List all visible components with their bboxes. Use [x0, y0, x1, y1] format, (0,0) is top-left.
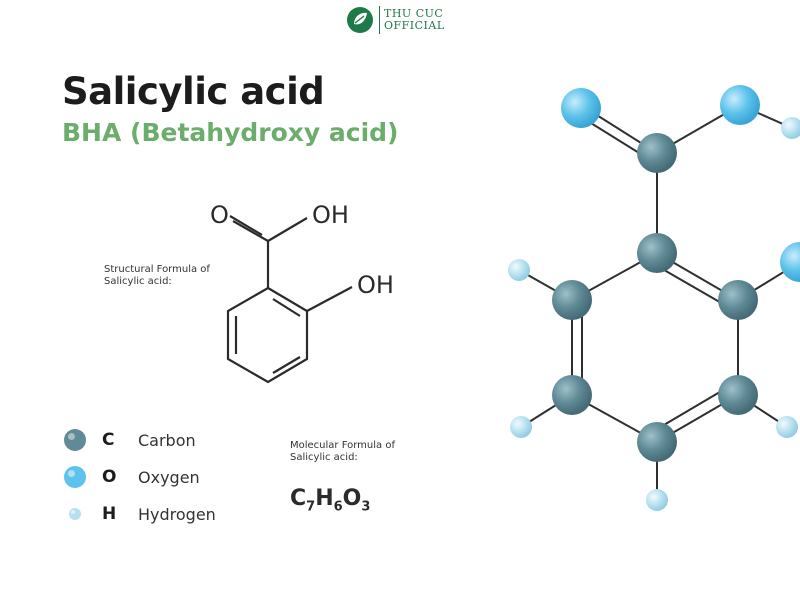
legend-item-oxygen: O Oxygen — [62, 464, 200, 490]
formula-element: C — [290, 486, 307, 511]
hydrogen-atom — [646, 489, 668, 511]
hydrogen-atom-icon — [69, 508, 81, 520]
hydroxyl-oh-label: OH — [357, 271, 394, 299]
hydrogen-atom — [508, 259, 530, 281]
logo-line-2: OFFICIAL — [384, 19, 445, 32]
legend-symbol: O — [102, 467, 117, 487]
hydrogen-atom — [510, 416, 532, 438]
structural-formula-caption: Structural Formula of Salicylic acid: — [104, 264, 210, 287]
hydrogen-atom — [776, 416, 798, 438]
carbon-atom — [637, 422, 677, 462]
carbon-atom — [637, 233, 677, 273]
legend-item-carbon: C Carbon — [62, 427, 196, 453]
carbon-atom — [552, 375, 592, 415]
carbon-atom — [718, 375, 758, 415]
logo-divider — [379, 6, 380, 34]
molecular-formula-caption: Molecular Formula of Salicylic acid: — [290, 440, 395, 463]
legend-symbol: H — [102, 504, 117, 524]
formula-count: 7 — [306, 499, 316, 515]
formula-element: O — [342, 486, 362, 511]
legend-label: Oxygen — [138, 467, 200, 487]
leaf-logo-icon — [347, 7, 373, 33]
carbon-atom-icon — [64, 429, 86, 451]
formula-element: H — [315, 486, 334, 511]
carbon-atom — [718, 280, 758, 320]
brand-logo: THU CUC OFFICIAL — [345, 4, 445, 36]
oxygen-atom-icon — [64, 466, 86, 488]
oxygen-atom — [720, 85, 760, 125]
formula-count: 6 — [333, 499, 343, 515]
hydrogen-atom — [781, 117, 800, 139]
carbon-atom — [552, 280, 592, 320]
carbonyl-oxygen-label: O — [210, 201, 229, 229]
oxygen-atom — [780, 242, 800, 282]
oxygen-atom — [561, 88, 601, 128]
legend-label: Carbon — [138, 430, 196, 450]
carboxyl-oh-label: OH — [312, 201, 349, 229]
legend-item-hydrogen: H Hydrogen — [62, 501, 216, 527]
molecular-formula: C7H6O3 — [290, 486, 370, 514]
page-title: Salicylic acid — [62, 70, 325, 113]
logo-text: THU CUC OFFICIAL — [384, 8, 445, 32]
carboxyl-bonds — [229, 215, 353, 312]
carbon-atom — [637, 133, 677, 173]
formula-count: 3 — [361, 499, 371, 515]
legend-symbol: C — [102, 430, 115, 450]
logo-line-1: THU CUC — [384, 7, 444, 20]
page-subtitle: BHA (Betahydroxy acid) — [62, 118, 399, 147]
legend-label: Hydrogen — [138, 504, 216, 524]
